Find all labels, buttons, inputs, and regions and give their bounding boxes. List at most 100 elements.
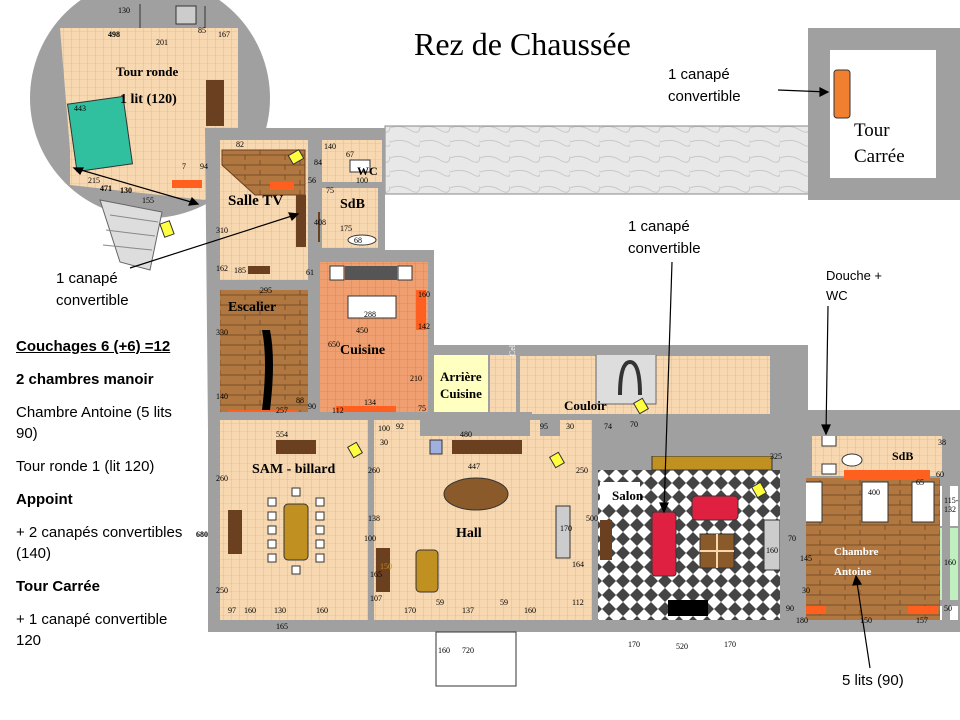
dim: 157 — [916, 616, 928, 625]
dim: 30 — [566, 422, 574, 431]
dim: 56 — [308, 176, 316, 185]
dim: 68 — [354, 236, 362, 245]
dim: 75 — [418, 404, 426, 413]
room-label-tour-carree: Tour Carrée — [854, 120, 905, 167]
dim: 130 — [120, 186, 132, 195]
annotation-douche-wc: Douche + WC — [826, 268, 883, 303]
dim: 30 — [802, 586, 810, 595]
dim: 112 — [332, 406, 344, 415]
dim: 554 — [276, 430, 288, 439]
dim: 95 — [540, 422, 548, 431]
dim: 250 — [216, 586, 228, 595]
summary-tour-ronde: Tour ronde 1 (lit 120) — [16, 458, 155, 475]
table-billard — [283, 503, 309, 561]
dim: 137 — [462, 606, 474, 615]
dim: 310 — [216, 226, 228, 235]
dim: 165 — [370, 570, 382, 579]
room-label-sdb-right: SdB — [892, 449, 914, 463]
dim: 408 — [314, 218, 326, 227]
dim: 70 — [630, 420, 638, 429]
dim: 115-132 — [944, 496, 959, 514]
annotation-canape-salon: 1 canapé convertible — [628, 218, 701, 257]
room-label-sdb-top: SdB — [340, 197, 365, 212]
dim: 155 — [142, 196, 154, 205]
dim: 520 — [676, 642, 688, 651]
dim: 38 — [938, 438, 946, 447]
dim: 447 — [468, 462, 480, 471]
annotation-cinq-lits: 5 lits (90) — [842, 672, 904, 689]
room-label-cuisine: Cuisine — [340, 343, 386, 358]
dim: 250 — [576, 466, 588, 475]
dim: 97 — [228, 606, 236, 615]
dim: 162 — [216, 264, 228, 273]
room-cuisine — [320, 262, 428, 412]
dim: 201 — [156, 38, 168, 47]
sofa-tour-carree — [833, 69, 851, 119]
dim: 170 — [560, 524, 572, 533]
dim: 90 — [786, 604, 794, 613]
room-arriere-cuisine — [432, 350, 488, 412]
page-title: Rez de Chaussée — [414, 26, 631, 62]
dim: 30 — [380, 438, 388, 447]
room-label-escalier: Escalier — [228, 300, 277, 315]
annotation-canape-salle-tv: 1 canapé convertible — [56, 270, 129, 309]
dim: 160 — [766, 546, 778, 555]
dim: 60 — [936, 470, 944, 479]
dim: 134 — [364, 398, 376, 407]
dim: 180 — [796, 616, 808, 625]
summary-appoint-line: + 2 canapés convertibles (140) — [16, 524, 183, 562]
dim: 112 — [572, 598, 584, 607]
room-label-arriere-cuisine: Arrière Cuisine — [440, 369, 482, 401]
dim: 170 — [628, 640, 640, 649]
dim: 65 — [916, 478, 924, 487]
dim: 94 — [200, 162, 208, 171]
room-label-chambre-antoine: Chambre Antoine — [834, 546, 879, 578]
dim: 160 — [524, 606, 536, 615]
annotation-canape-tour-carree: 1 canapé convertible — [668, 66, 741, 105]
dim: 84 — [314, 158, 322, 167]
summary-chambres-manoir: 2 chambres manoir — [16, 371, 154, 388]
dim: 167 — [218, 30, 230, 39]
summary-couchages: Couchages 6 (+6) =12 — [16, 338, 171, 355]
dim: 160 — [438, 646, 450, 655]
dim: 100 — [378, 424, 390, 433]
dim: 170 — [404, 606, 416, 615]
terrace-strip — [384, 125, 811, 195]
dim: 85 — [198, 26, 206, 35]
dim: 330 — [216, 328, 228, 337]
dim: 160 — [244, 606, 256, 615]
dim: 50 — [944, 604, 952, 613]
sofa-salon — [651, 511, 677, 577]
dim: 450 — [356, 326, 368, 335]
room-label-tour-ronde-lit: 1 lit (120) — [120, 92, 177, 107]
dim: 400 — [868, 488, 880, 497]
dim: 75 — [326, 186, 334, 195]
dim: 210 — [410, 374, 422, 383]
dim: 92 — [396, 422, 404, 431]
dim: 165 — [276, 622, 288, 631]
dim: 257 — [276, 406, 288, 415]
room-label-couloir: Couloir — [564, 398, 607, 413]
dim: 59 — [436, 598, 444, 607]
room-label-sam-billard: SAM - billard — [252, 462, 336, 477]
dim: 160 — [418, 290, 430, 299]
room-label-salle-tv: Salle TV — [228, 193, 284, 209]
dim: 74 — [604, 422, 612, 431]
dim: 90 — [308, 402, 316, 411]
dim: 260 — [368, 466, 380, 475]
dim: 100 — [364, 534, 376, 543]
dim: 288 — [364, 310, 376, 319]
dim: 59 — [500, 598, 508, 607]
dim: 145 — [800, 554, 812, 563]
dim: 471 — [100, 184, 112, 193]
dim: 175 — [340, 224, 352, 233]
dim: 142 — [418, 322, 430, 331]
room-label-wc: WC — [357, 164, 378, 178]
dim: 7 — [182, 162, 186, 171]
dim: 140 — [216, 392, 228, 401]
dim: 160 — [316, 606, 328, 615]
dim: 680 — [196, 530, 208, 539]
dim: 160 — [944, 558, 956, 567]
dim: 443 — [74, 104, 86, 113]
dim: 500 — [586, 514, 598, 523]
